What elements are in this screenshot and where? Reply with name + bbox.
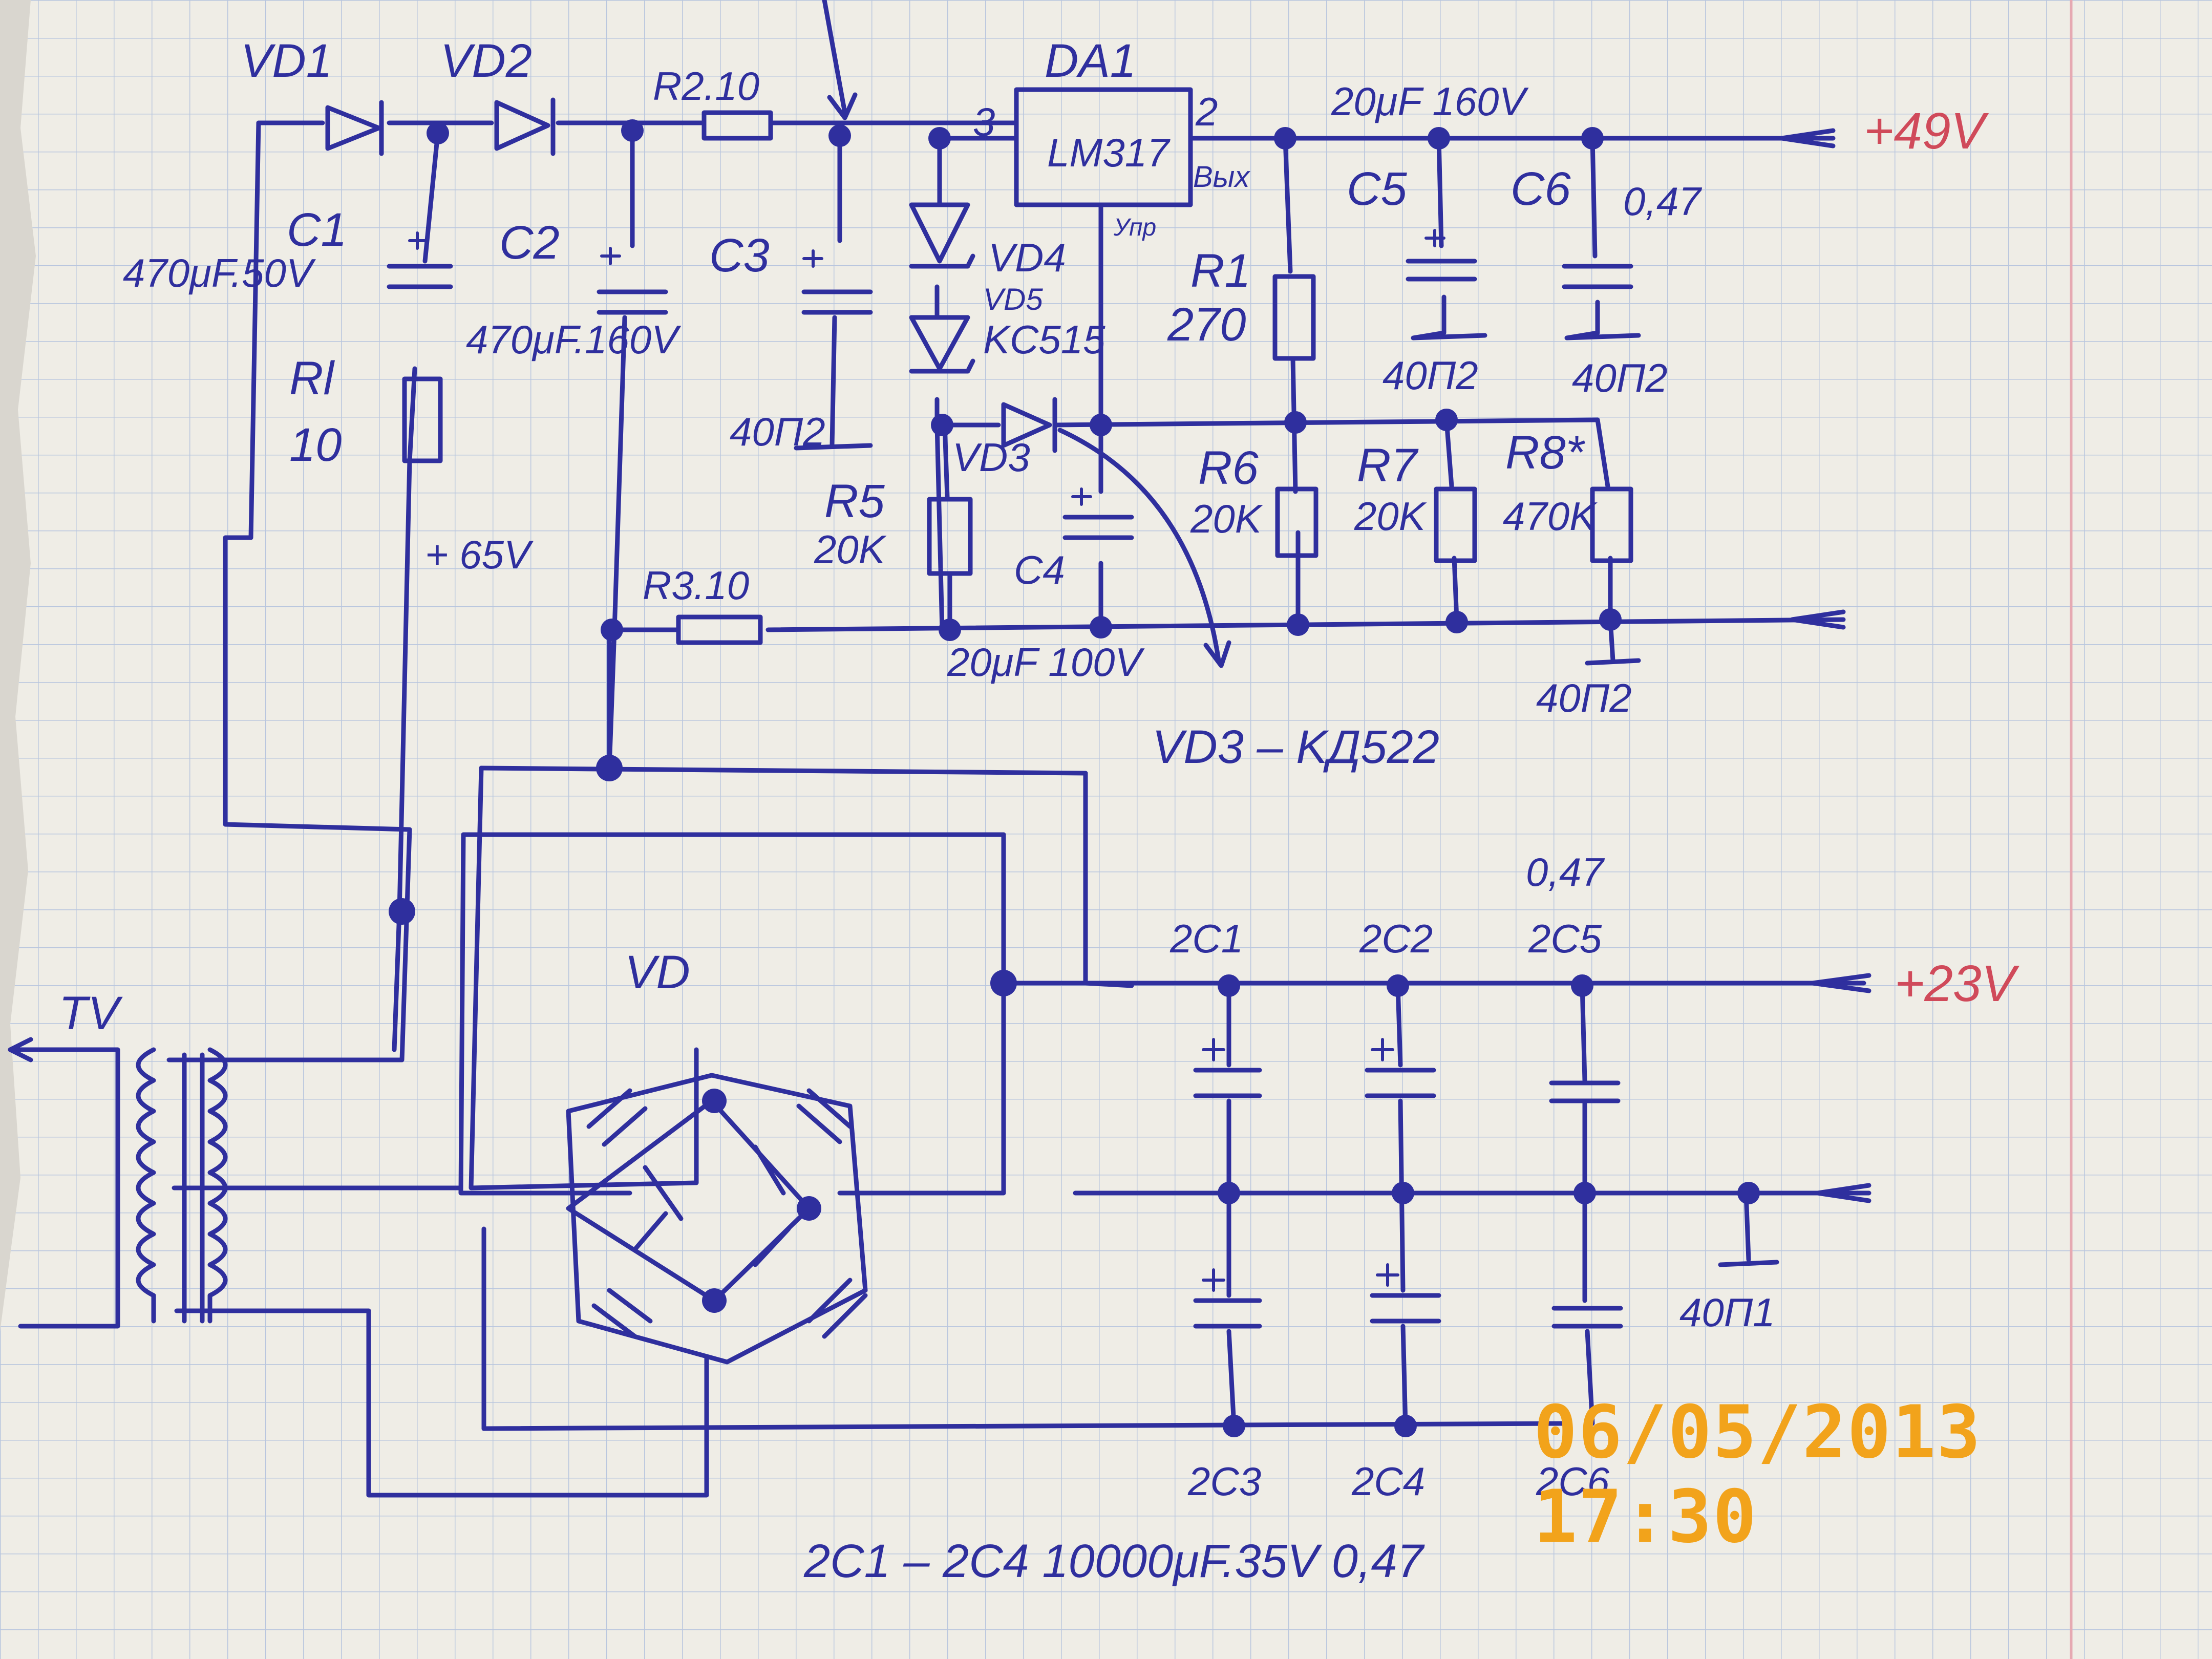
label-c6-value: 0,47 bbox=[1623, 179, 1702, 224]
label-pin3: 3 bbox=[973, 99, 995, 144]
resistor-r3 bbox=[676, 614, 763, 645]
label-vd3: VD3 bbox=[952, 435, 1030, 480]
label-c6: C6 bbox=[1511, 163, 1571, 215]
label-2c2: 2C2 bbox=[1359, 916, 1433, 961]
capacitor-2c6 bbox=[1551, 1306, 1623, 1329]
label-vyh: Вых bbox=[1193, 160, 1250, 194]
label-bottom-note: 2C1 – 2C4 10000μF.35V 0,47 bbox=[803, 1535, 1425, 1587]
label-pin2: 2 bbox=[1195, 89, 1218, 134]
capacitor-c4 bbox=[1062, 515, 1134, 540]
resistor-r5 bbox=[927, 497, 973, 576]
label-c1: C1 bbox=[287, 204, 347, 256]
label-vd1: VD1 bbox=[241, 35, 332, 87]
transformer-primary bbox=[136, 1047, 156, 1324]
label-r5: R5 bbox=[824, 475, 885, 527]
label-upr: Упр bbox=[1113, 214, 1156, 241]
resistor-r2 bbox=[701, 110, 773, 141]
junction-dots bbox=[389, 119, 1760, 1437]
label-r8-value: 470K bbox=[1503, 494, 1598, 539]
label-vd4: VD4 bbox=[988, 235, 1066, 280]
label-c4-value: 20μF 100V bbox=[947, 640, 1145, 685]
label-c2: C2 bbox=[499, 217, 560, 269]
label-c4: C4 bbox=[1014, 547, 1065, 592]
label-r8: R8* bbox=[1505, 427, 1586, 479]
diode-vd2 bbox=[494, 97, 556, 156]
label-vd-bridge: VD bbox=[625, 946, 690, 998]
capacitor-2c3 bbox=[1193, 1298, 1262, 1329]
label-ground-c5: 40П2 bbox=[1382, 353, 1478, 398]
label-c2-value: 470μF.160V bbox=[466, 317, 682, 362]
label-r1: R1 bbox=[1190, 245, 1251, 297]
label-r1-value: 270 bbox=[1167, 299, 1246, 351]
components bbox=[136, 87, 1633, 1365]
resistor-r8 bbox=[1590, 486, 1633, 563]
capacitor-2c2 bbox=[1365, 1068, 1436, 1098]
capacitor-2c5 bbox=[1549, 1080, 1621, 1103]
capacitor-c1 bbox=[387, 264, 453, 289]
capacitor-c6 bbox=[1562, 264, 1633, 289]
capacitor-c3 bbox=[801, 289, 873, 315]
capacitor-2c1 bbox=[1193, 1068, 1262, 1098]
diode-vd3 bbox=[1001, 397, 1057, 453]
label-r7: R7 bbox=[1357, 439, 1418, 492]
label-65v: + 65V bbox=[425, 532, 534, 577]
zener-vd5 bbox=[909, 315, 975, 374]
label-2c5: 2C5 bbox=[1528, 916, 1602, 961]
polarity-marks bbox=[408, 229, 1445, 1292]
label-c1-value: 470μF.50V bbox=[123, 250, 316, 295]
label-r6-value: 20K bbox=[1190, 496, 1263, 541]
label-2c4: 2C4 bbox=[1351, 1459, 1425, 1504]
label-r6: R6 bbox=[1198, 442, 1259, 494]
label-vd3-note: VD3 – KД522 bbox=[1152, 721, 1439, 773]
label-output-23v: +23V bbox=[1895, 955, 2020, 1012]
label-vd2: VD2 bbox=[440, 35, 532, 87]
label-rl-value: 10 bbox=[289, 419, 342, 471]
resistor-r6 bbox=[1275, 486, 1318, 558]
label-r3: R3.10 bbox=[643, 563, 749, 608]
label-output-49v: +49V bbox=[1864, 102, 1989, 160]
label-r2: R2.10 bbox=[653, 63, 759, 109]
label-lm317: LM317 bbox=[1047, 130, 1171, 175]
label-c5: C5 bbox=[1347, 163, 1407, 215]
label-2c1: 2C1 bbox=[1169, 916, 1243, 961]
capacitor-c2 bbox=[597, 289, 668, 315]
label-rl: Rl bbox=[289, 352, 335, 405]
regulator-lm317 bbox=[1014, 87, 1193, 207]
diode-vd1 bbox=[325, 100, 384, 156]
label-ground-mid: 40П1 bbox=[1679, 1290, 1775, 1335]
label-20uf-160v: 20μF 160V bbox=[1331, 79, 1529, 124]
label-vd5: VD5 bbox=[983, 282, 1043, 316]
label-2c5-value: 0,47 bbox=[1526, 849, 1605, 895]
capacitor-c5 bbox=[1406, 259, 1477, 282]
label-da1: DA1 bbox=[1045, 35, 1136, 87]
label-c3: C3 bbox=[709, 229, 770, 282]
capacitor-2c4 bbox=[1370, 1293, 1441, 1324]
label-tv: TV bbox=[59, 987, 123, 1039]
zener-vd4 bbox=[909, 202, 975, 269]
label-r5-value: 20K bbox=[814, 527, 887, 572]
label-ground-r8: 40П2 bbox=[1536, 675, 1632, 720]
label-ground-c3: 40П2 bbox=[730, 409, 825, 454]
label-2c6: 2C6 bbox=[1536, 1459, 1610, 1504]
label-2c3: 2C3 bbox=[1187, 1459, 1261, 1504]
transformer-secondary bbox=[207, 1047, 228, 1324]
date-timestamp: 06/05/2013 17:30 bbox=[1534, 1390, 1982, 1559]
labels: VD1 VD2 R2.10 DA1 LM317 3 2 Вых Упр 20μF… bbox=[59, 35, 2020, 1587]
label-r7-value: 20K bbox=[1354, 494, 1427, 539]
resistor-r7 bbox=[1434, 486, 1477, 563]
resistor-rl bbox=[402, 376, 443, 463]
label-kc515: KC515 bbox=[983, 317, 1105, 362]
label-ground-c6: 40П2 bbox=[1572, 355, 1668, 400]
resistor-r1 bbox=[1272, 274, 1316, 361]
